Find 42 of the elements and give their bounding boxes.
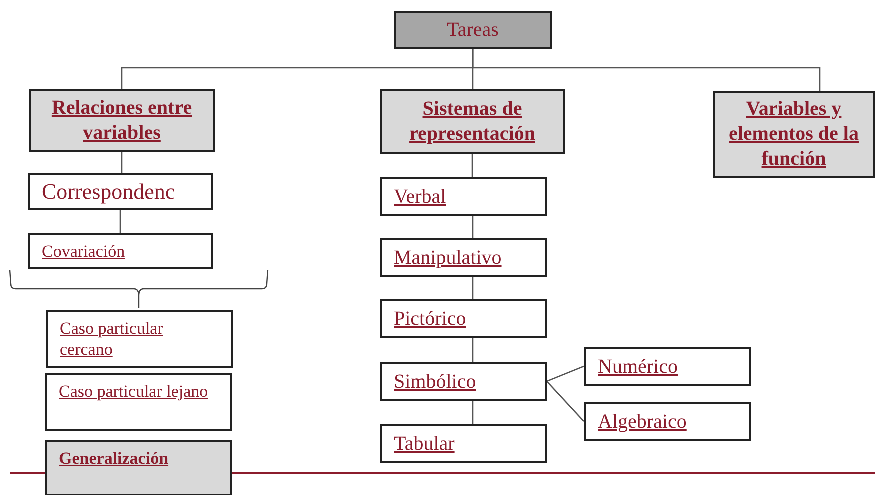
connector-line — [472, 338, 474, 362]
concept-box — [584, 347, 751, 386]
concept-box — [713, 91, 875, 178]
concept-box — [380, 238, 547, 277]
concept-box — [380, 299, 547, 338]
box-label: Tareas — [447, 18, 499, 42]
box-label: Correspondenc — [42, 178, 176, 206]
concept-box — [46, 310, 233, 368]
box-label: Pictórico — [394, 307, 466, 332]
concept-box — [380, 362, 547, 401]
connector-line — [472, 154, 474, 177]
connector-line — [121, 152, 123, 173]
box-label: Verbal — [394, 185, 446, 210]
box-label: Algebraico — [598, 410, 687, 435]
concept-box — [584, 402, 751, 441]
concept-box — [45, 373, 232, 431]
box-label: Caso particular lejano — [59, 381, 208, 402]
box-label: Sistemas de representación — [408, 96, 536, 146]
connector-line — [546, 366, 584, 382]
connector-line — [472, 277, 474, 299]
connector-line — [472, 49, 821, 91]
connector-line — [546, 381, 584, 422]
box-label: Variables y elementos de la función — [728, 97, 860, 172]
concept-box — [28, 173, 213, 210]
box-label: Simbólico — [394, 370, 476, 395]
concept-box — [394, 11, 552, 49]
concept-box — [28, 233, 213, 269]
concept-box — [380, 424, 547, 463]
connector-line — [120, 210, 122, 233]
connector-line — [472, 401, 474, 424]
box-label: Caso particular cercano — [60, 318, 164, 360]
box-label: Generalización — [59, 448, 169, 470]
box-label: Numérico — [598, 355, 678, 380]
concept-box — [380, 177, 547, 216]
concept-box — [29, 89, 215, 152]
box-label: Tabular — [394, 432, 455, 457]
box-label: Manipulativo — [394, 246, 502, 271]
box-label: Relaciones entre variables — [50, 96, 194, 146]
concept-box — [380, 89, 565, 154]
box-label: Covariación — [42, 241, 126, 262]
connector-line — [472, 216, 474, 238]
concept-box — [45, 440, 232, 495]
